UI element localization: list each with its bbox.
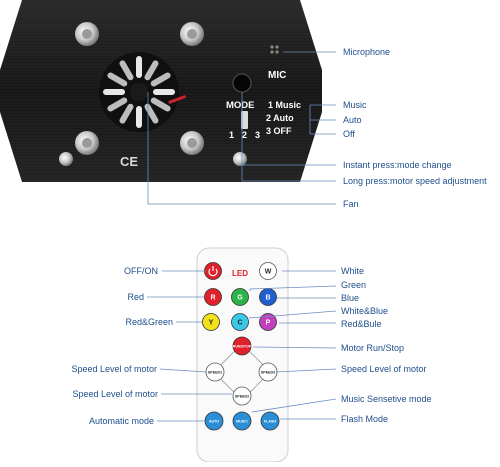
ce-mark: CE — [120, 154, 138, 169]
power-icon — [208, 266, 218, 277]
callout-microphone: Microphone — [343, 47, 391, 57]
speed3-button-label: SPEED3 — [261, 371, 275, 375]
mode-option-music: 1 Music — [268, 100, 301, 110]
callout-blue: Blue — [341, 293, 360, 303]
callout-instant-press: Instant press:mode change — [343, 160, 452, 170]
fan-slot — [107, 72, 128, 87]
green-button[interactable]: G — [231, 288, 249, 306]
music-button-label: MUSIC — [236, 420, 248, 424]
green-button-label: G — [237, 295, 243, 302]
callout-long-press: Long press:motor speed adjustment — [343, 176, 487, 186]
callout-red-green: Red&Green — [125, 317, 173, 327]
auto-button-label: AUTO — [209, 420, 219, 424]
auto-button[interactable]: AUTO — [204, 411, 224, 431]
blue-button[interactable]: B — [259, 288, 277, 306]
cyan-button[interactable]: C — [231, 313, 249, 331]
callout-flash-mode: Flash Mode — [341, 414, 389, 424]
remote-control: LED W R G B Y C P RUN/STOP SPEED1 SPEED3SPEED2AUT… — [196, 247, 289, 463]
lens-screw-bottom-left — [75, 131, 99, 155]
callout-off-on: OFF/ON — [124, 266, 158, 276]
speed-pad-ring — [217, 347, 267, 397]
mode-option-auto: 2 Auto — [266, 113, 294, 123]
device-leader-lines — [147, 51, 336, 205]
music-button[interactable]: MUSIC — [232, 411, 252, 431]
callout-speed-level-1: Speed Level of motor — [71, 364, 157, 374]
fan-slot — [144, 60, 159, 81]
fan-grille — [99, 52, 187, 132]
cyan-button-label: C — [237, 320, 242, 327]
fan-slot — [119, 103, 134, 124]
led-label: LED — [232, 269, 248, 278]
flash-button-label: FLASH — [264, 420, 276, 424]
callout-red-blue: Red&Bule — [341, 319, 382, 329]
callout-speed-level-2: Speed Level of motor — [72, 389, 158, 399]
blue-button-label: B — [265, 295, 270, 302]
fan-slot — [136, 56, 142, 78]
speed3-button[interactable]: SPEED3 — [258, 362, 278, 382]
remote-leader-lines — [147, 270, 337, 422]
edge-screw-left — [59, 152, 73, 166]
speed1-button-label: SPEED1 — [208, 371, 222, 375]
callout-motor-run-stop: Motor Run/Stop — [341, 343, 405, 353]
mode-button[interactable] — [232, 73, 252, 93]
white-button-label: W — [265, 269, 272, 276]
fan-slot — [107, 97, 128, 112]
lens-screw-bottom-right — [180, 131, 204, 155]
power-button[interactable] — [204, 262, 222, 280]
lens-screw-top-left — [75, 22, 99, 46]
fan-slot — [136, 106, 142, 128]
speed1-button[interactable]: SPEED1 — [205, 362, 225, 382]
white-button[interactable]: W — [259, 262, 277, 280]
callout-green: Green — [341, 280, 367, 290]
edge-screw-right — [233, 152, 247, 166]
callout-off: Off — [343, 129, 355, 139]
fan-slot — [153, 89, 175, 95]
speed2-button-label: SPEED2 — [235, 395, 249, 399]
fan-slot — [103, 89, 125, 95]
purple-button[interactable]: P — [259, 313, 277, 331]
yellow-button-label: Y — [209, 320, 214, 327]
fan-slot — [119, 60, 134, 81]
callout-music-sensitive: Music Sensetive mode — [341, 394, 432, 404]
run-stop-button-label: RUN/STOP — [233, 345, 252, 349]
microphone-hole — [270, 45, 279, 54]
mic-label: MIC — [268, 70, 286, 81]
callout-white-blue: White&Blue — [341, 306, 389, 316]
switch-position-2: 2 — [242, 130, 247, 140]
callout-music: Music — [343, 100, 367, 110]
mode-option-off: 3 OFF — [266, 126, 292, 136]
device-panel: CE MIC MODE 1 Music 2 Auto 3 OFF 1 2 3 — [0, 0, 322, 182]
callout-automatic-mode: Automatic mode — [88, 416, 154, 426]
callout-red: Red — [127, 292, 144, 302]
purple-button-label: P — [266, 320, 271, 327]
fan-slot — [150, 97, 171, 112]
red-button[interactable]: R — [204, 288, 222, 306]
run-stop-button[interactable]: RUN/STOP — [232, 336, 252, 356]
callout-white: White — [341, 266, 365, 276]
fan-slots — [103, 56, 175, 128]
callout-fan: Fan — [343, 199, 359, 209]
switch-position-1: 1 — [229, 130, 234, 140]
callout-auto: Auto — [343, 115, 362, 125]
flash-button[interactable]: FLASH — [260, 411, 280, 431]
red-button-label: R — [210, 295, 215, 302]
switch-position-3: 3 — [255, 130, 260, 140]
speed2-button[interactable]: SPEED2 — [232, 386, 252, 406]
mode-label: MODE — [226, 100, 255, 111]
fan-slot — [150, 72, 171, 87]
callout-speed-level-3: Speed Level of motor — [341, 364, 427, 374]
mode-slide-switch[interactable] — [241, 111, 248, 129]
yellow-button[interactable]: Y — [202, 313, 220, 331]
lens-screw-top-right — [180, 22, 204, 46]
